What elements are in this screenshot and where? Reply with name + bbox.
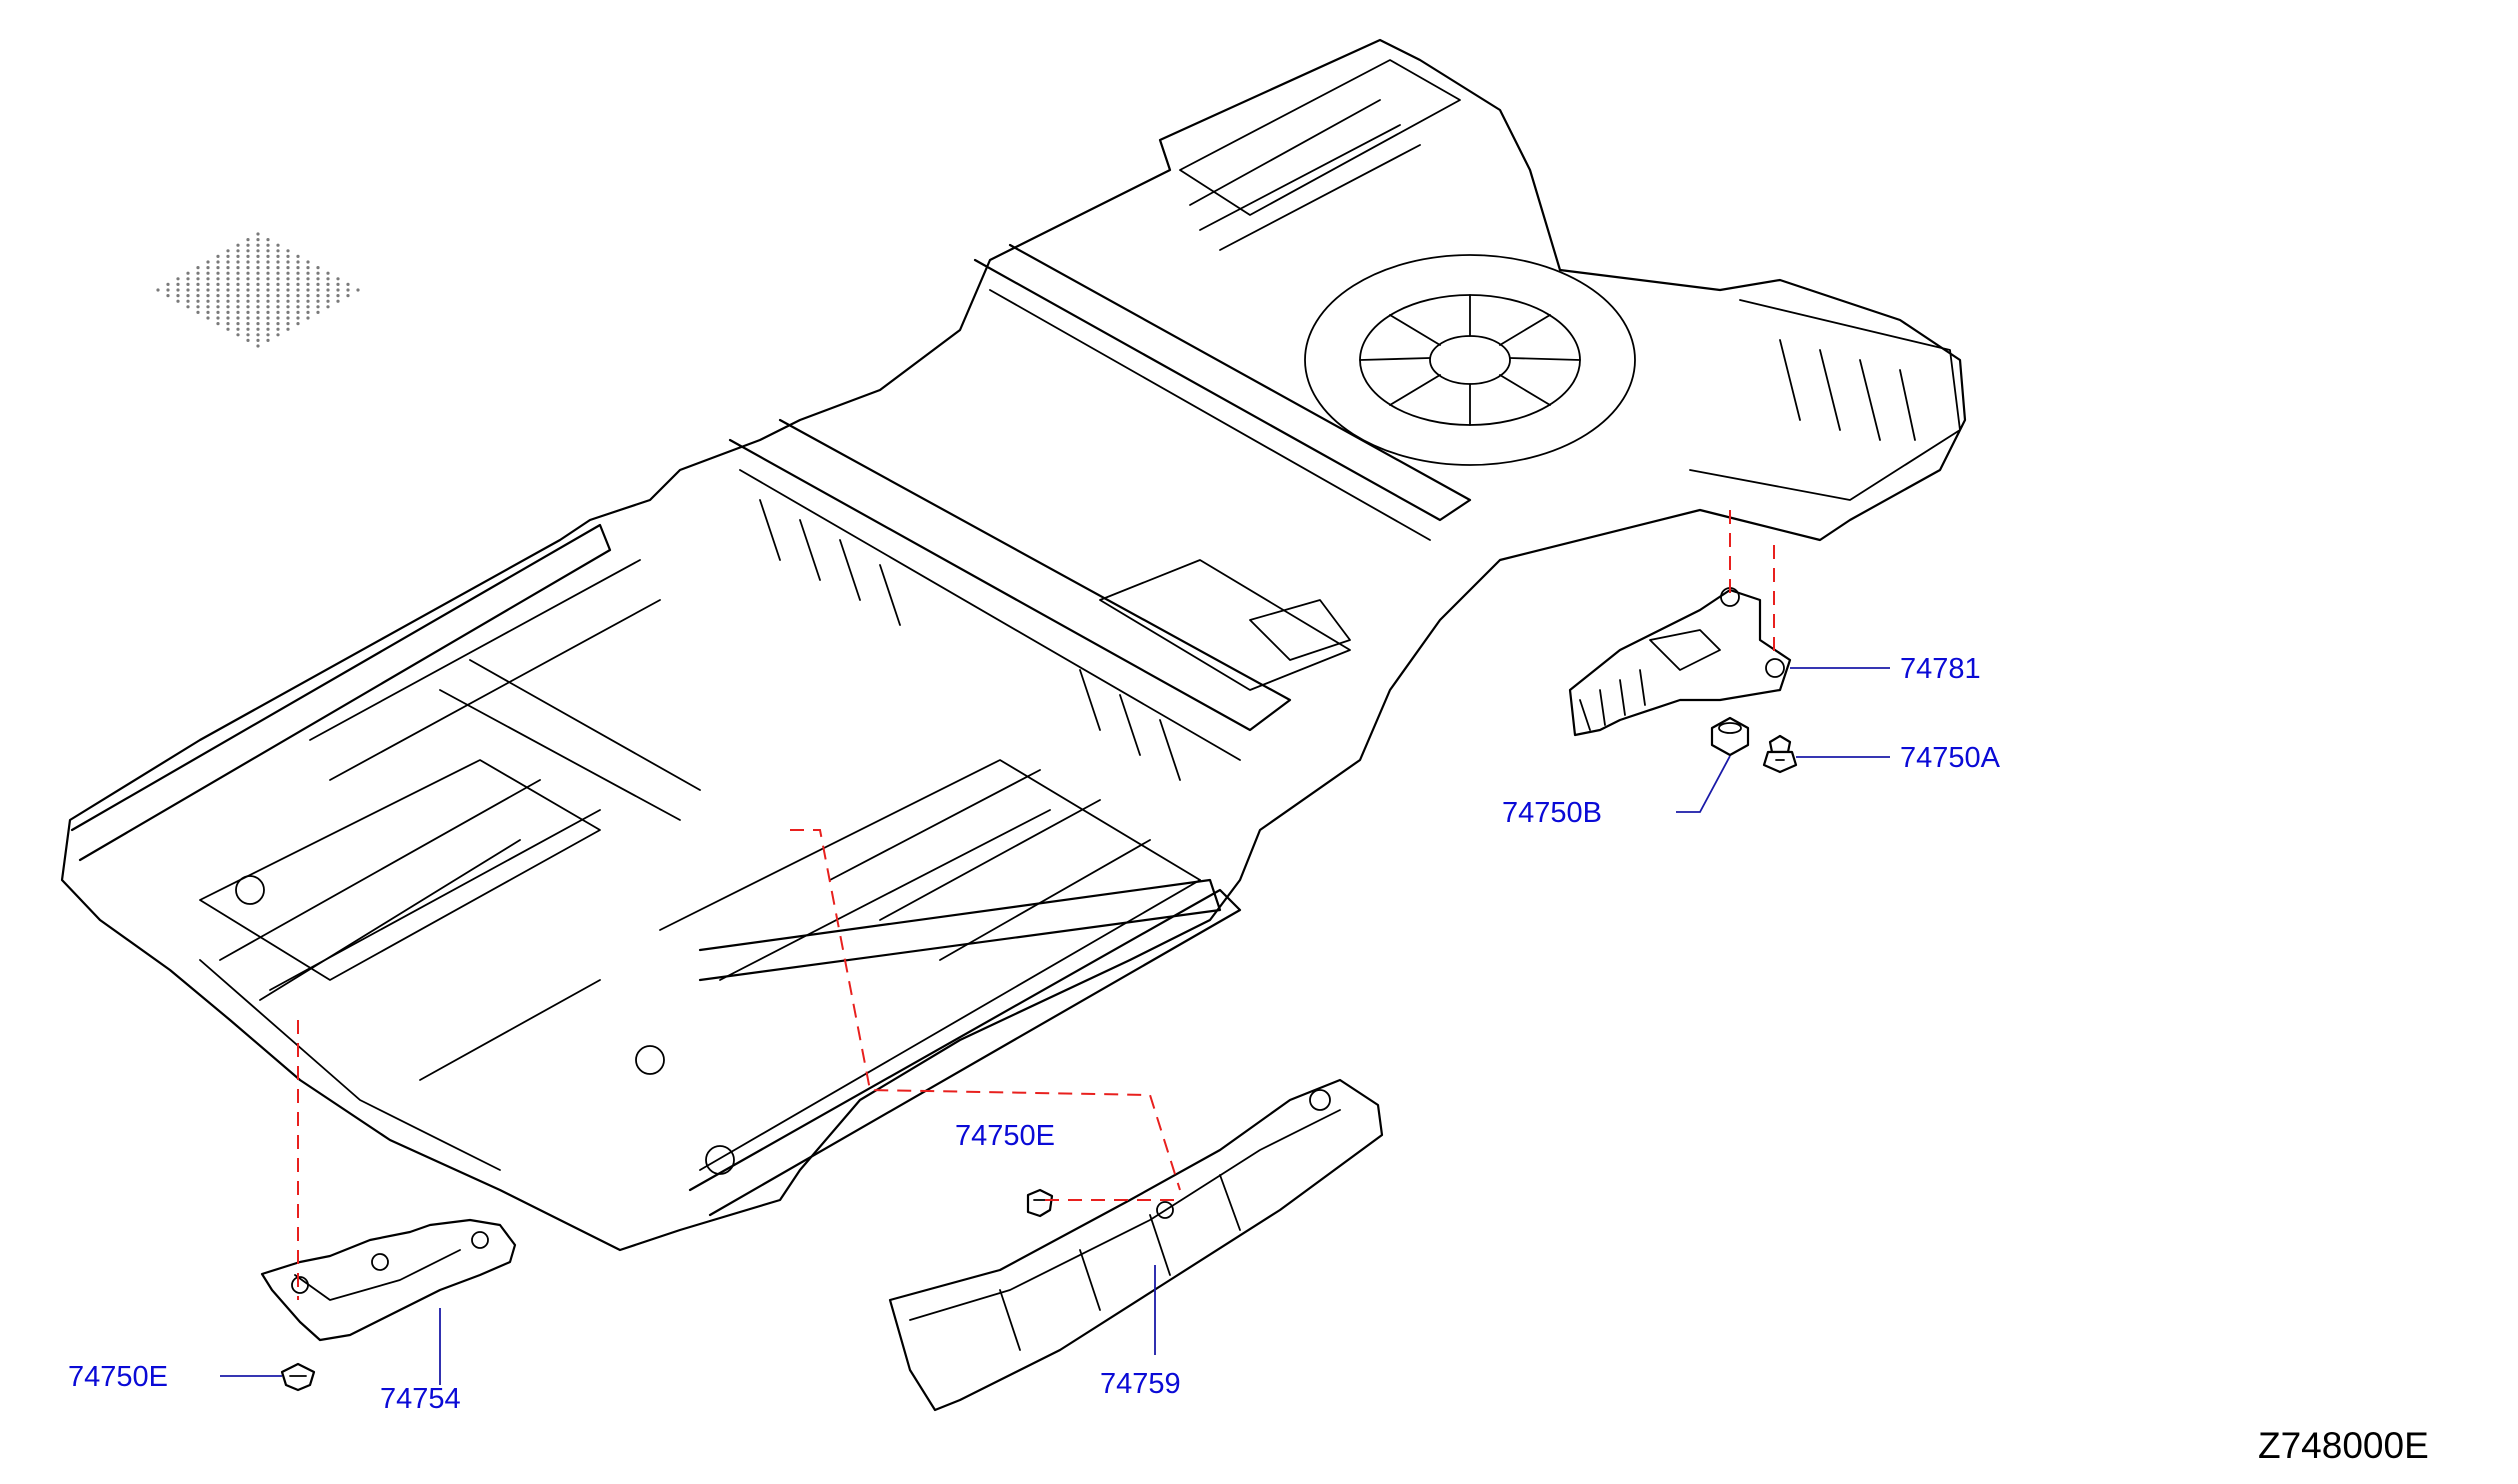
label-74750E-center: 74750E <box>955 1120 1055 1152</box>
nut-74750B <box>1710 716 1750 757</box>
label-74750A: 74750A <box>1900 742 2001 774</box>
leader-lines <box>220 667 1890 1385</box>
insulator-74759 <box>888 1078 1384 1412</box>
assembly-dashed-lines <box>297 510 1775 1300</box>
bracket-74781 <box>1568 587 1792 737</box>
floor-panel-assembly <box>60 38 1967 1252</box>
bolt-74750A <box>1762 734 1798 774</box>
label-74750B: 74750B <box>1502 797 1602 829</box>
label-74759: 74759 <box>1100 1368 1181 1400</box>
insulator-74754 <box>260 1218 517 1342</box>
clip-74750E-center <box>1026 1188 1054 1218</box>
diagram-code: Z748000E <box>2258 1425 2429 1466</box>
label-74750E-left: 74750E <box>68 1361 168 1393</box>
label-74781: 74781 <box>1900 653 1981 685</box>
insulator-pad-symbol <box>156 232 360 348</box>
clip-74750E-left <box>280 1362 316 1392</box>
label-74754: 74754 <box>380 1383 461 1415</box>
